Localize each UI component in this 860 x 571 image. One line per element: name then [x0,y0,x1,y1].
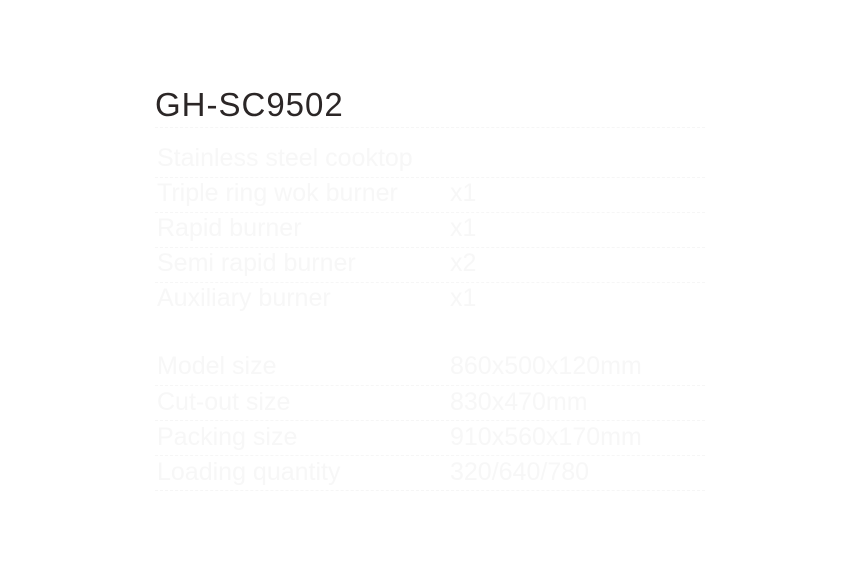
divider [155,455,705,456]
feature-row: Auxiliary burner x1 [155,282,705,317]
spec-label: Model size [157,352,277,380]
spec-row: Cut-out size 830x470mm [155,386,705,421]
feature-label: Rapid burner [157,214,302,242]
feature-label: Triple ring wok burner [157,179,398,207]
feature-value: x1 [450,179,477,207]
feature-label: Stainless steel cooktop [157,144,413,172]
spec-label: Packing size [157,423,298,451]
spec-row: Loading quantity 320/640/780 [155,456,705,491]
spec-label: Cut-out size [157,388,291,416]
spec-row: Packing size 910x560x170mm [155,421,705,456]
spec-value: 830x470mm [450,388,588,416]
product-title: GH-SC9502 [155,86,344,123]
feature-label: Auxiliary burner [157,284,331,312]
feature-label: Semi rapid burner [157,249,356,277]
divider [155,420,705,421]
spec-row: Model size 860x500x120mm [155,350,705,385]
spec-value: 910x560x170mm [450,423,642,451]
divider [155,177,705,178]
spec-label: Loading quantity [157,458,341,486]
spec-value: 320/640/780 [450,458,590,486]
feature-row: Stainless steel cooktop [155,142,705,177]
divider [155,247,705,248]
feature-value: x1 [450,214,477,242]
divider [155,385,705,386]
feature-value: x1 [450,284,477,312]
feature-value: x2 [450,249,477,277]
divider [155,282,705,283]
feature-row: Semi rapid burner x2 [155,247,705,282]
divider [155,127,705,128]
divider [155,212,705,213]
feature-row: Triple ring wok burner x1 [155,177,705,212]
spec-value: 860x500x120mm [450,352,642,380]
feature-row: Rapid burner x1 [155,212,705,247]
divider [155,490,705,491]
